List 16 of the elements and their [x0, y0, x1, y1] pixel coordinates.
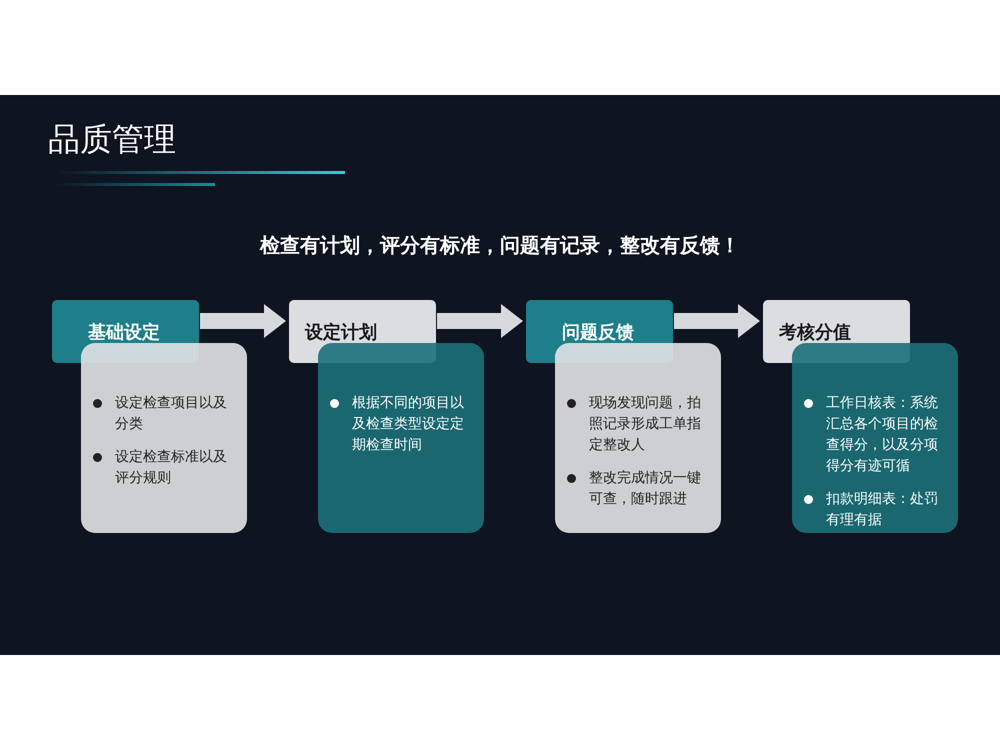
step-card [318, 343, 484, 533]
step-card [792, 343, 958, 533]
step-card [81, 343, 247, 533]
bullet-text: 整改完成情况一键可查，随时跟进 [589, 470, 701, 507]
bullet-text: 工作日核表：系统汇总各个项目的检查得分，以及分项得分有迹可循 [826, 395, 938, 474]
bullet-text: 扣款明细表：处罚有理有据 [826, 491, 938, 528]
arrow [437, 304, 523, 338]
arrow [200, 304, 286, 338]
bullet-text: 设定检查标准以及评分规则 [115, 449, 227, 486]
slogan-text: 检查有计划，评分有标准，问题有记录，整改有反馈！ [260, 232, 740, 259]
bullet-text: 根据不同的项目以及检查类型设定定期检查时间 [352, 395, 464, 453]
slide-title: 品质管理 [48, 119, 176, 160]
step-card [555, 343, 721, 533]
bullet-text: 现场发现问题，拍照记录形成工单指定整改人 [589, 395, 701, 453]
arrow [674, 304, 760, 338]
bullet-text: 设定检查项目以及分类 [115, 395, 227, 432]
